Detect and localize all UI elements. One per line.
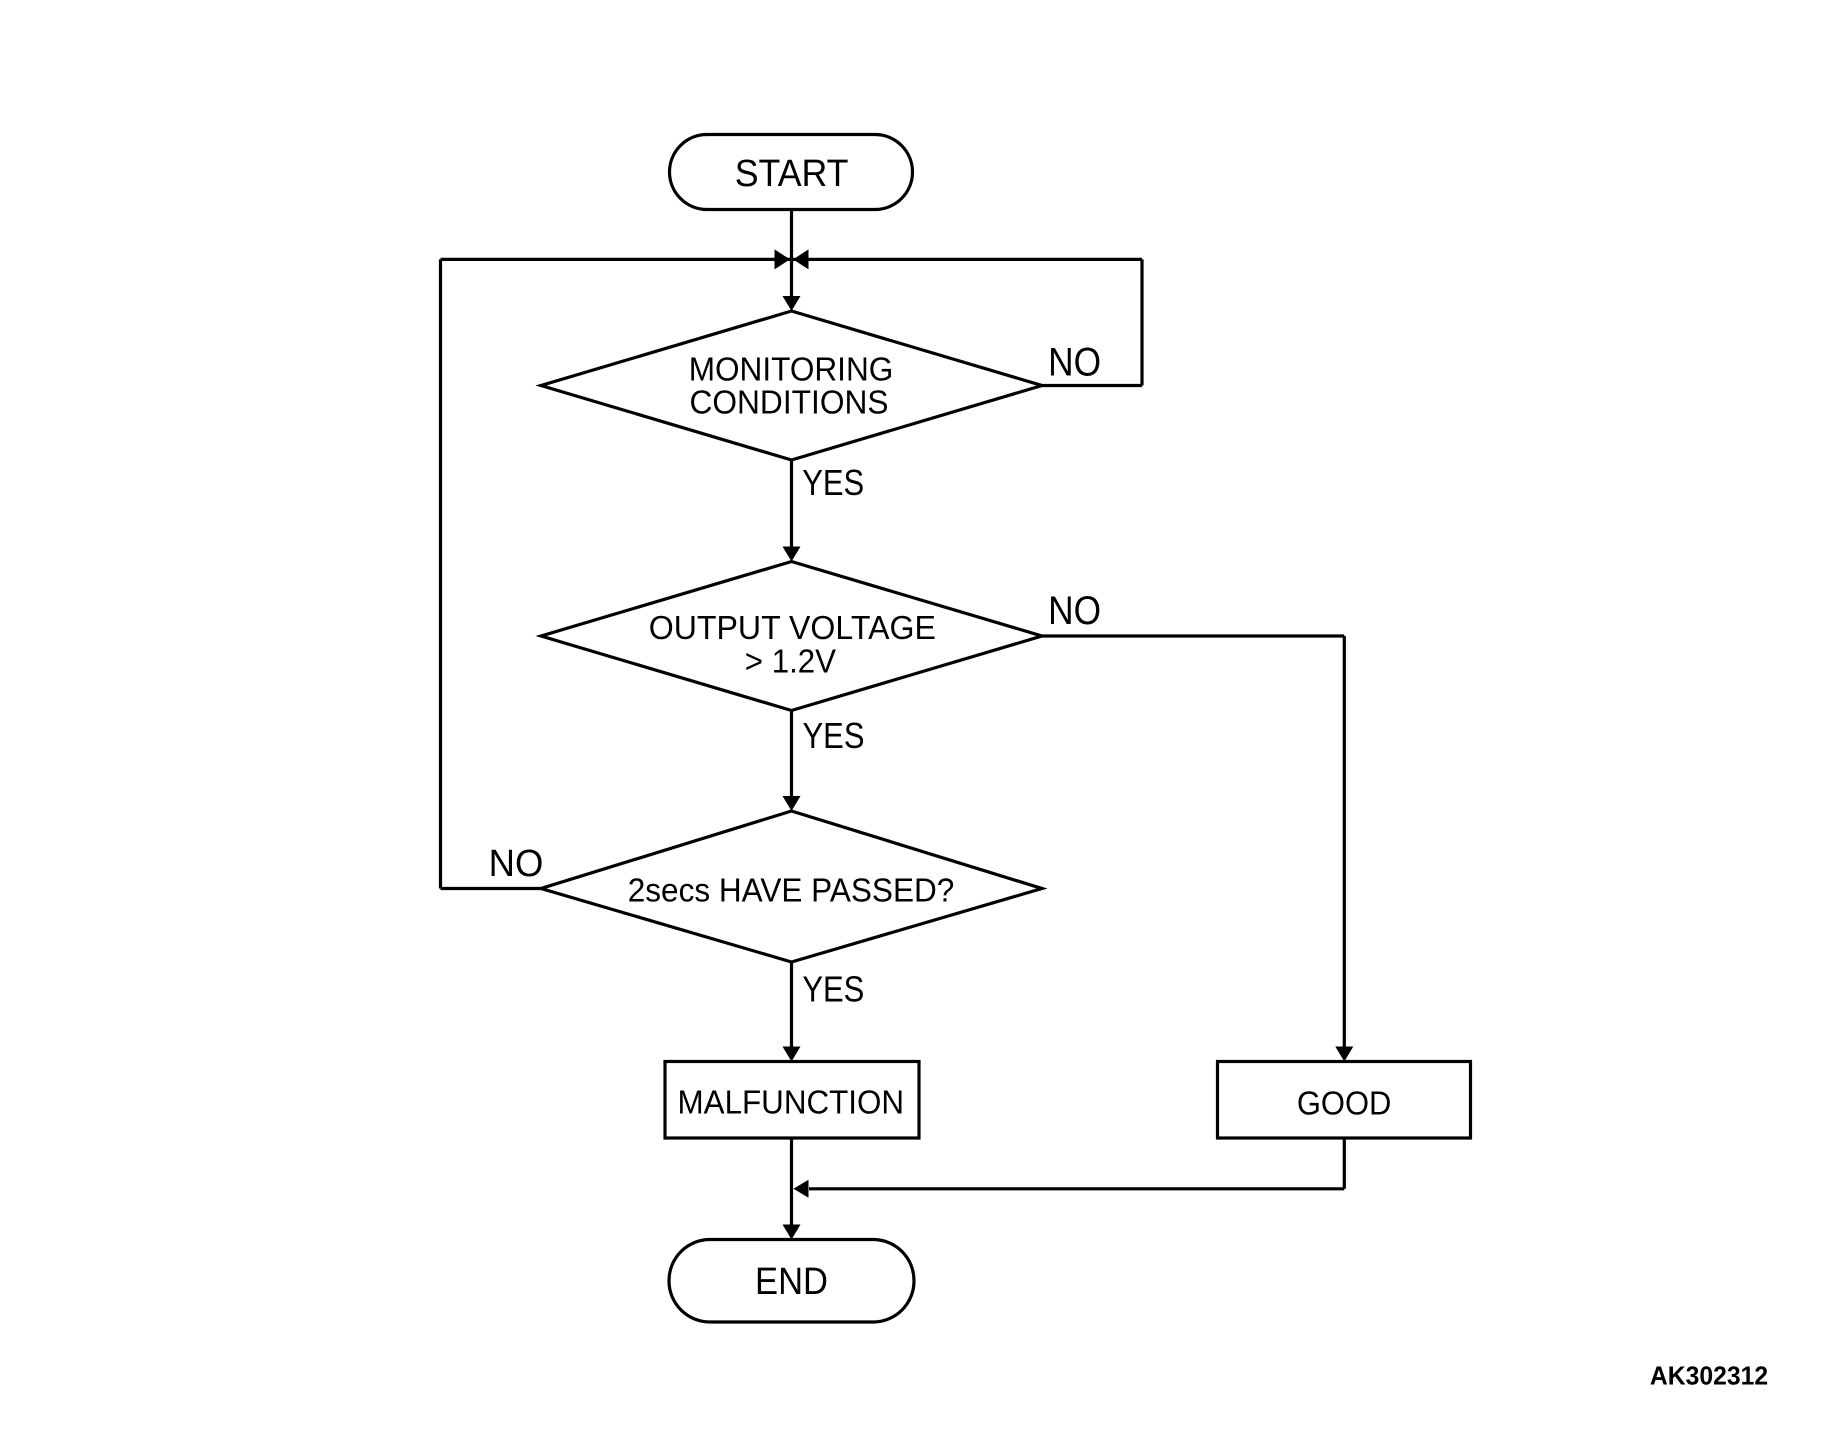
svg-text:MALFUNCTION: MALFUNCTION	[678, 1084, 905, 1121]
svg-text:OUTPUT VOLTAGE: OUTPUT VOLTAGE	[649, 610, 936, 646]
svg-text:NO: NO	[1048, 339, 1101, 384]
svg-text:NO: NO	[1048, 588, 1101, 633]
svg-text:2secs HAVE PASSED?: 2secs HAVE PASSED?	[628, 872, 955, 909]
svg-text:END: END	[755, 1259, 828, 1302]
svg-text:YES: YES	[802, 464, 864, 504]
svg-text:MONITORING: MONITORING	[689, 351, 894, 388]
svg-text:NO: NO	[489, 841, 544, 884]
svg-text:CONDITIONS: CONDITIONS	[689, 384, 888, 421]
svg-text:GOOD: GOOD	[1297, 1085, 1392, 1122]
svg-text:YES: YES	[802, 970, 864, 1010]
svg-text:START: START	[735, 152, 849, 194]
svg-text:YES: YES	[803, 717, 865, 757]
svg-text:> 1.2V: > 1.2V	[745, 643, 837, 680]
svg-text:AK302312: AK302312	[1650, 1362, 1768, 1391]
